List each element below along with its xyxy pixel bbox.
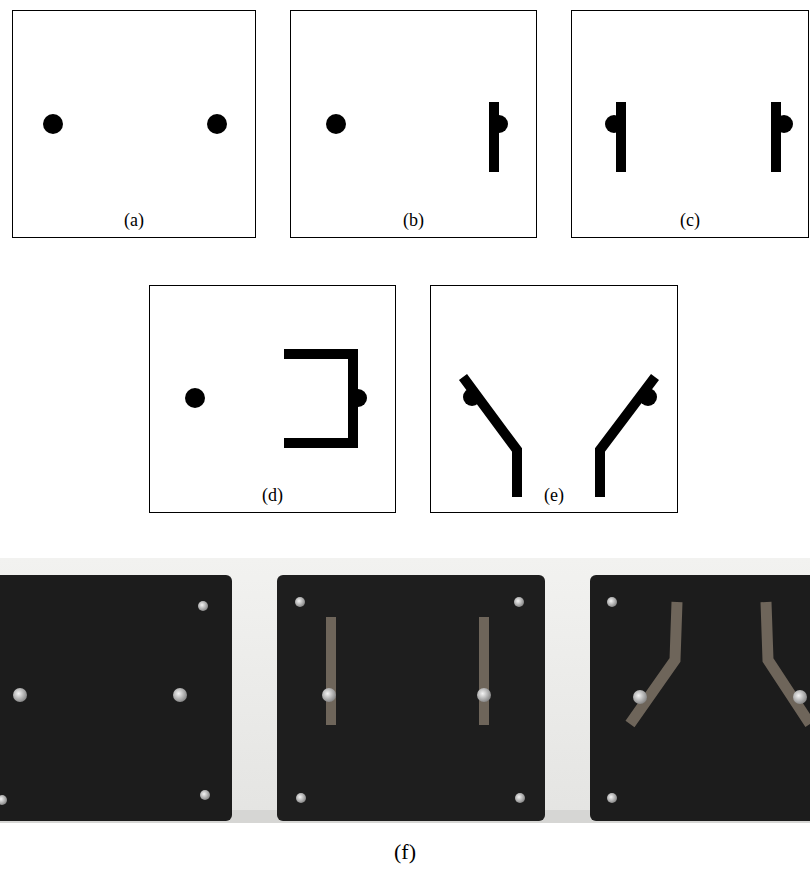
photograph bbox=[0, 558, 810, 823]
electrode-sketch bbox=[326, 102, 508, 172]
panel-label: (c) bbox=[680, 210, 700, 232]
figure-label: (f) bbox=[394, 839, 416, 865]
electrode-sketch bbox=[605, 102, 793, 172]
panel-box: (d) bbox=[149, 285, 396, 513]
panel-label: (b) bbox=[403, 210, 424, 232]
panel-box: (a) bbox=[12, 10, 256, 238]
panel-label: (a) bbox=[124, 210, 144, 232]
panel-label: (d) bbox=[262, 485, 283, 507]
electrode-sketch bbox=[185, 349, 367, 448]
panel-box: (b) bbox=[290, 10, 537, 238]
panel-box: (e) bbox=[430, 285, 678, 513]
electrode-sketch bbox=[43, 114, 227, 134]
panel-box: (c) bbox=[571, 10, 809, 238]
panel-label: (e) bbox=[544, 485, 564, 507]
electrode-sketch bbox=[463, 377, 657, 497]
